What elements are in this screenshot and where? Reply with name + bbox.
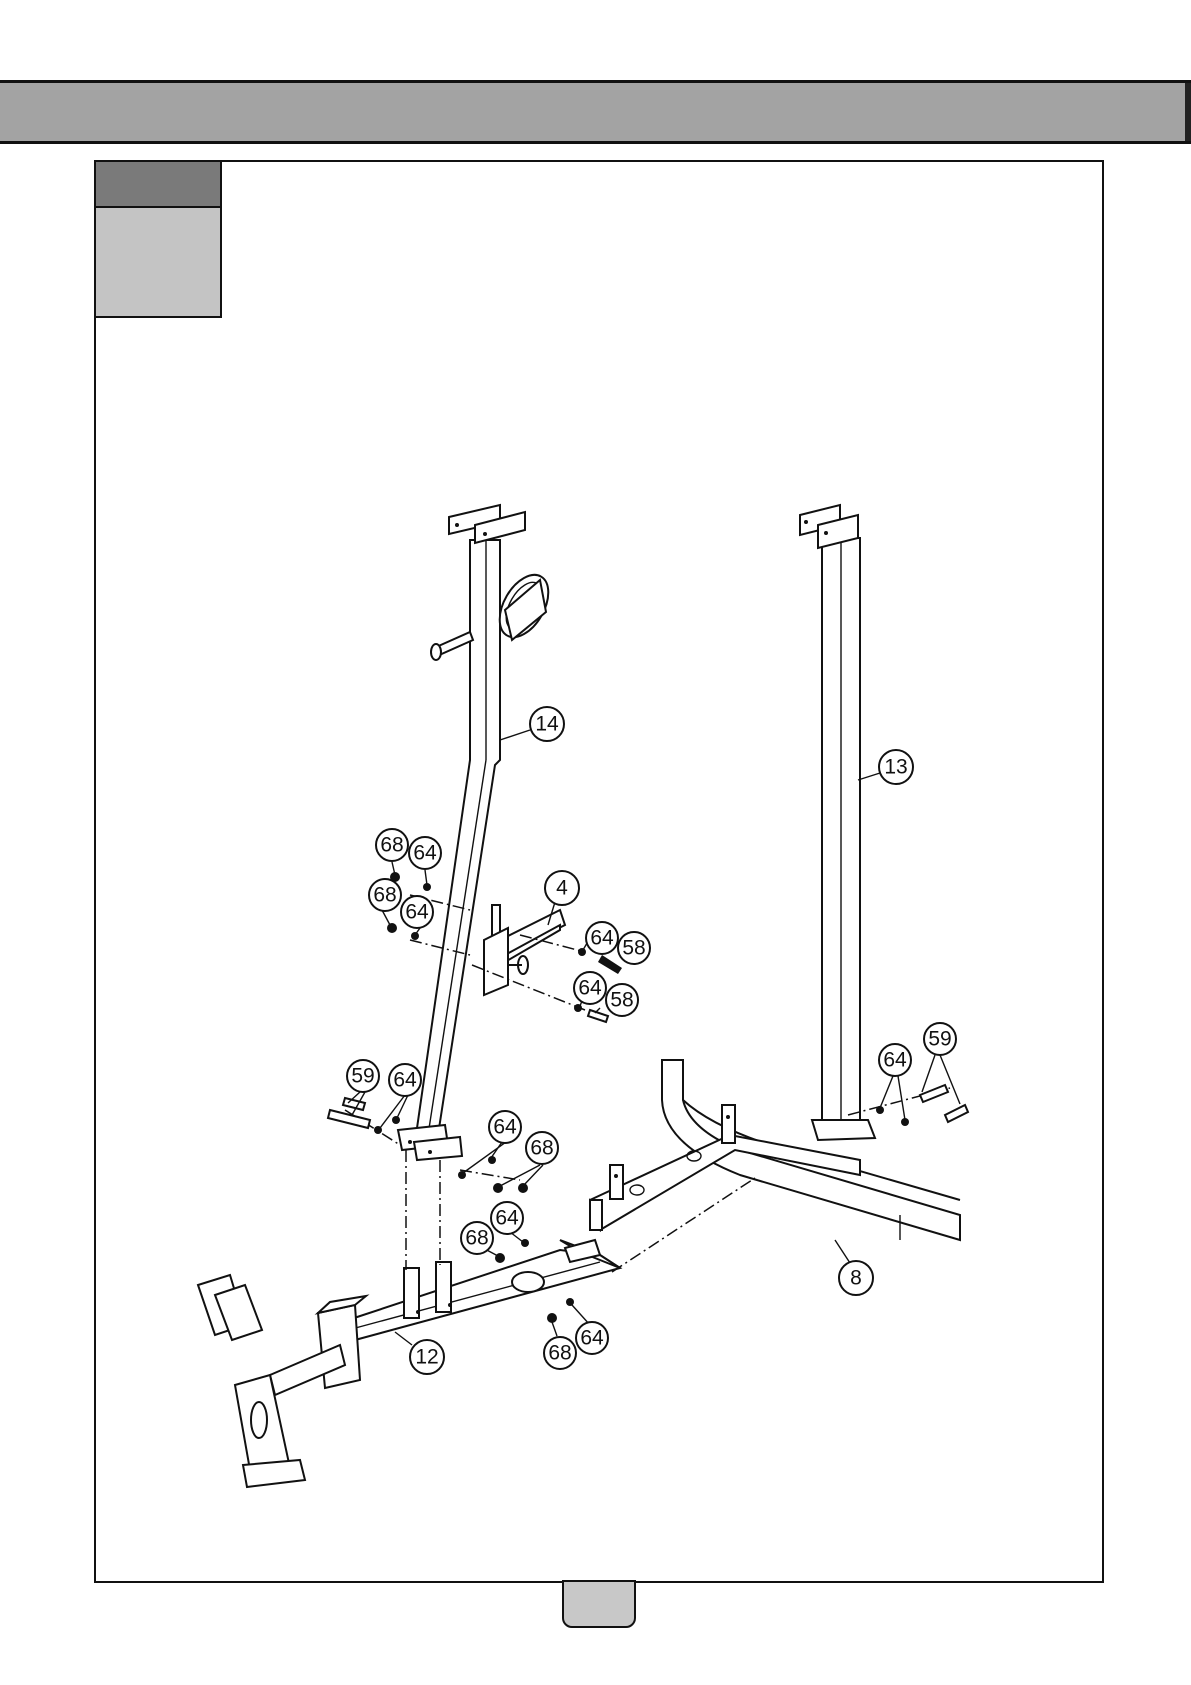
callout-bracket-bolt-58-lower: 58 [606, 984, 638, 1016]
callout-part-14: 14 [530, 707, 564, 741]
callout-right-bolt-59: 59 [924, 1023, 956, 1055]
svg-text:68: 68 [373, 884, 396, 907]
svg-text:64: 64 [393, 1069, 417, 1092]
callout-part-13: 13 [879, 750, 913, 784]
callout-part-12: 12 [410, 1340, 444, 1374]
svg-text:68: 68 [380, 834, 403, 857]
svg-text:64: 64 [883, 1049, 907, 1072]
callout-bottom-nut-68: 68 [544, 1337, 576, 1369]
svg-text:68: 68 [530, 1137, 553, 1160]
svg-text:14: 14 [535, 713, 559, 736]
callout-top-nut-68: 68 [376, 829, 408, 861]
callout-mid-nut-68: 68 [369, 879, 401, 911]
svg-text:59: 59 [351, 1065, 374, 1088]
svg-text:64: 64 [405, 901, 429, 924]
svg-text:64: 64 [495, 1207, 519, 1230]
svg-text:64: 64 [590, 927, 614, 950]
callout-lower-nut-68: 68 [526, 1132, 558, 1164]
callout-bracket-washer-64-lower: 64 [574, 972, 606, 1004]
svg-text:68: 68 [548, 1342, 571, 1365]
svg-text:64: 64 [493, 1116, 517, 1139]
callout-right-washer-64: 64 [879, 1044, 911, 1076]
base-part-8 [590, 1060, 960, 1240]
svg-text:58: 58 [610, 989, 633, 1012]
callout-left-washer-64: 64 [389, 1064, 421, 1096]
svg-text:4: 4 [556, 877, 568, 900]
callout-part-4: 4 [545, 871, 579, 905]
svg-text:64: 64 [413, 842, 437, 865]
svg-text:64: 64 [578, 977, 602, 1000]
svg-text:12: 12 [415, 1346, 438, 1369]
callout-bracket-bolt-58-upper: 58 [618, 932, 650, 964]
upright-part-14 [398, 505, 558, 1160]
callout-top-washer-64: 64 [409, 837, 441, 869]
assembly-diagram: 14 13 4 8 12 68 64 68 [94, 160, 1104, 1583]
header-band [0, 80, 1191, 144]
callout-center-washer-64: 64 [491, 1202, 523, 1234]
callout-center-nut-68: 68 [461, 1222, 493, 1254]
callout-bracket-washer-64-upper: 64 [586, 922, 618, 954]
svg-text:68: 68 [465, 1227, 488, 1250]
svg-text:64: 64 [580, 1327, 604, 1350]
upright-part-13 [800, 505, 875, 1140]
callout-mid-washer-64: 64 [401, 896, 433, 928]
svg-text:8: 8 [850, 1267, 862, 1290]
callout-bottom-washer-64: 64 [576, 1322, 608, 1354]
page-number-badge [562, 1580, 636, 1628]
svg-text:13: 13 [884, 756, 907, 779]
svg-text:58: 58 [622, 937, 645, 960]
callout-left-bolt-59: 59 [347, 1060, 379, 1092]
callout-lower-washer-64: 64 [489, 1111, 521, 1143]
callout-part-8: 8 [839, 1261, 873, 1295]
bracket-part-4 [484, 905, 565, 995]
svg-text:59: 59 [928, 1028, 951, 1051]
